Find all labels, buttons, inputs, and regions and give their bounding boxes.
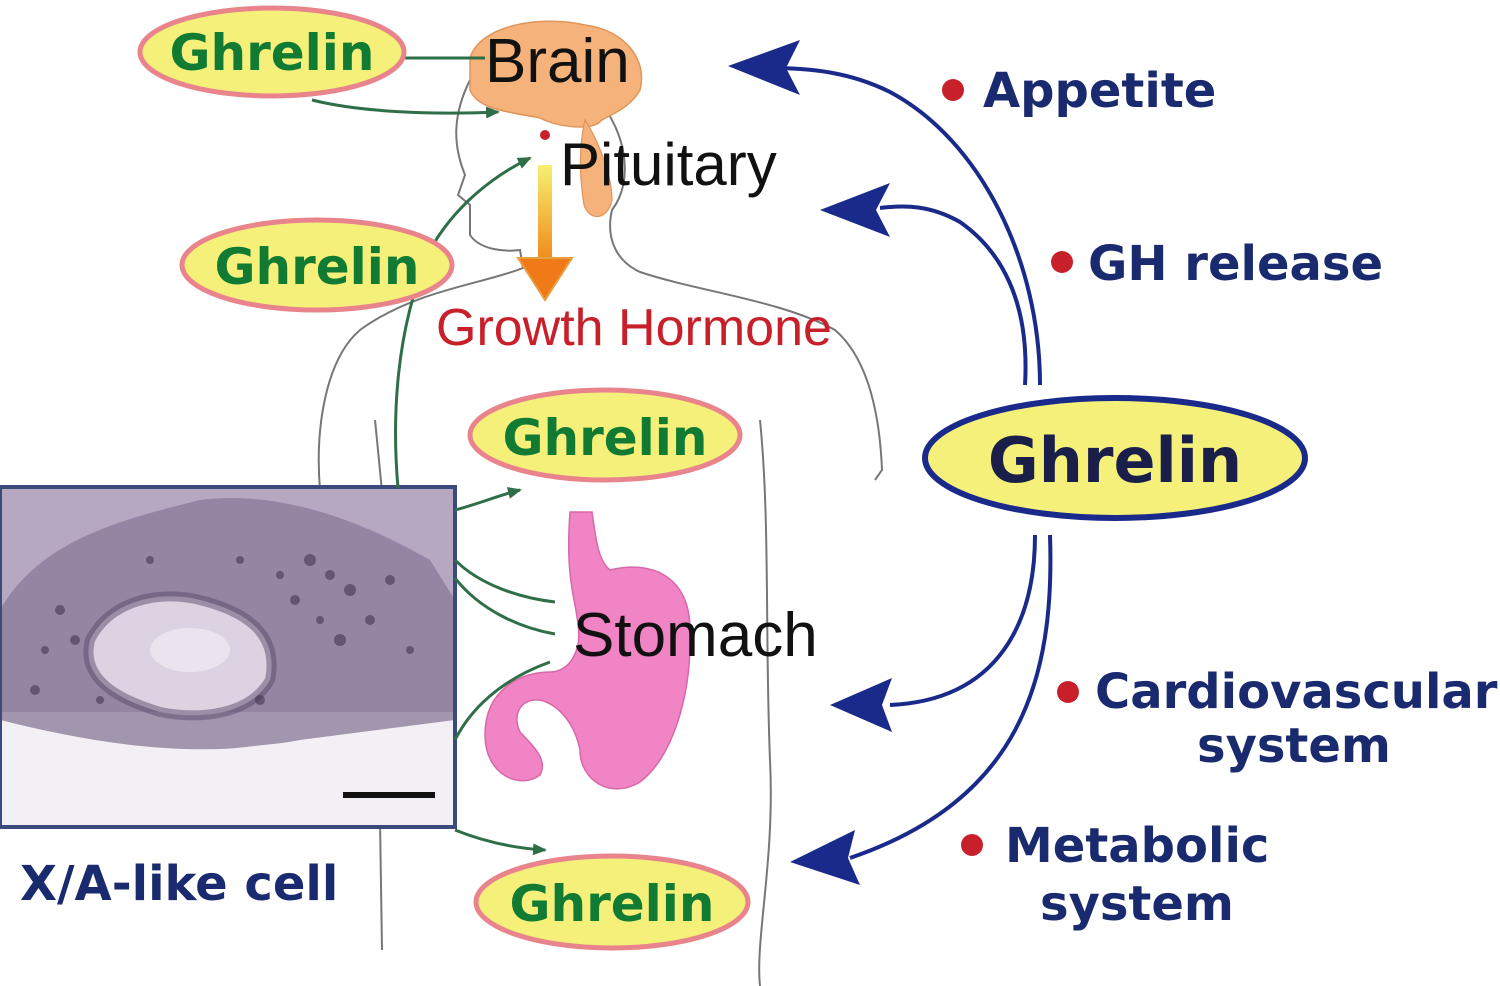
bullet-icon [1057, 681, 1079, 703]
effect-metabolic: Metabolic system [961, 818, 1269, 932]
cell-label: X/A-like cell [20, 856, 338, 912]
ghrelin-badge-central: Ghrelin [922, 395, 1308, 521]
effect-appetite-label: Appetite [983, 63, 1216, 119]
effect-gh-release-label: GH release [1088, 236, 1383, 292]
navy-arrowheads [728, 40, 892, 885]
brain-label: Brain [485, 27, 630, 96]
ghrelin-label-mid-left: Ghrelin [214, 238, 419, 296]
effect-metabolic-label-1: Metabolic [1005, 818, 1269, 874]
pituitary-gland-shape [579, 118, 613, 217]
bullet-icon [1051, 251, 1073, 273]
stomach-shape [484, 511, 691, 790]
ghrelin-badge-top-left: Ghrelin [137, 5, 407, 99]
tissue-micrograph [0, 485, 457, 829]
ghrelin-badge-stomach-bottom: Ghrelin [473, 853, 751, 951]
ghrelin-label-stomach-bottom: Ghrelin [509, 875, 714, 933]
ghrelin-label-stomach-top: Ghrelin [502, 409, 707, 467]
ghrelin-label-central: Ghrelin [988, 424, 1242, 497]
pituitary-dot [540, 130, 550, 140]
ghrelin-badge-mid-left: Ghrelin [179, 217, 455, 313]
brain-shape [469, 20, 643, 128]
effect-appetite: Appetite [942, 63, 1216, 119]
growth-hormone-arrow [516, 165, 574, 302]
effect-gh-release: GH release [1051, 236, 1383, 292]
stomach-label: Stomach [573, 601, 818, 670]
ghrelin-badge-stomach-top: Ghrelin [467, 387, 743, 483]
pituitary-label: Pituitary [560, 131, 777, 198]
ghrelin-label-top-left: Ghrelin [169, 24, 374, 82]
bullet-icon [961, 834, 983, 856]
growth-hormone-label: Growth Hormone [436, 299, 832, 357]
effect-cardiovascular-label-2: system [1197, 718, 1391, 774]
effect-cardiovascular-label-1: Cardiovascular [1095, 664, 1498, 720]
navy-effect-arrows [769, 66, 1053, 860]
bullet-icon [942, 79, 964, 101]
effect-metabolic-label-2: system [1040, 876, 1234, 932]
effect-cardiovascular: Cardiovascular system [1057, 664, 1498, 774]
